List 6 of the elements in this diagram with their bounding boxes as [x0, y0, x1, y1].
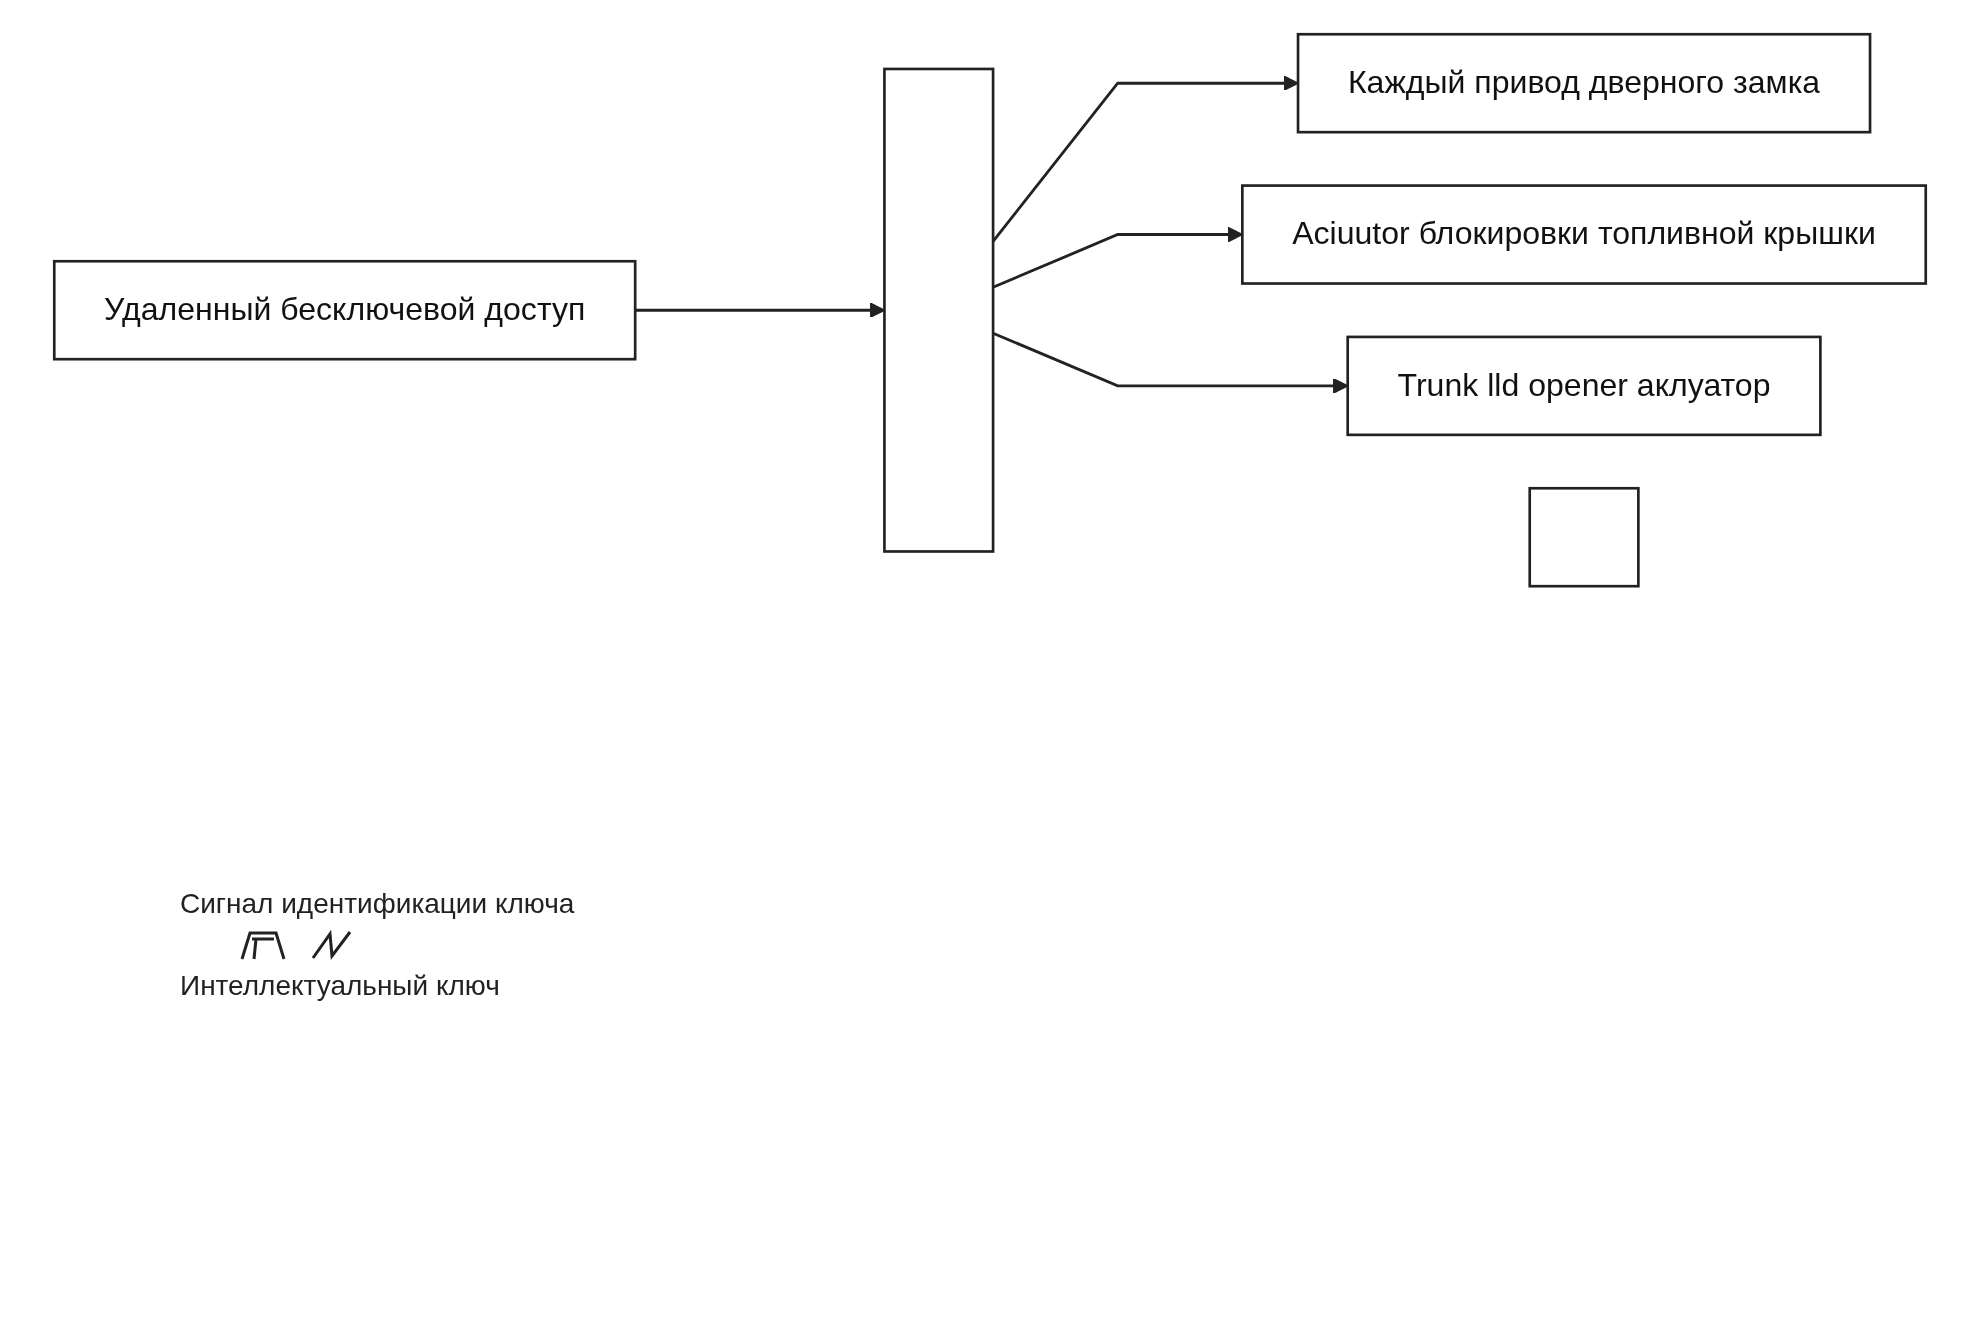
- node-box: Trunk lld opener аклуатор: [1346, 335, 1822, 437]
- node-box: Удаленный бесключевой доступ: [52, 259, 637, 361]
- signal-label: Сигнал идентификации ключа: [180, 888, 575, 920]
- node-box: Aciuutor блокировки топливной крышки: [1241, 184, 1928, 285]
- device-label: Интеллектуальный ключ: [180, 970, 500, 1002]
- node-box: Каждый привод дверного замка: [1296, 32, 1872, 134]
